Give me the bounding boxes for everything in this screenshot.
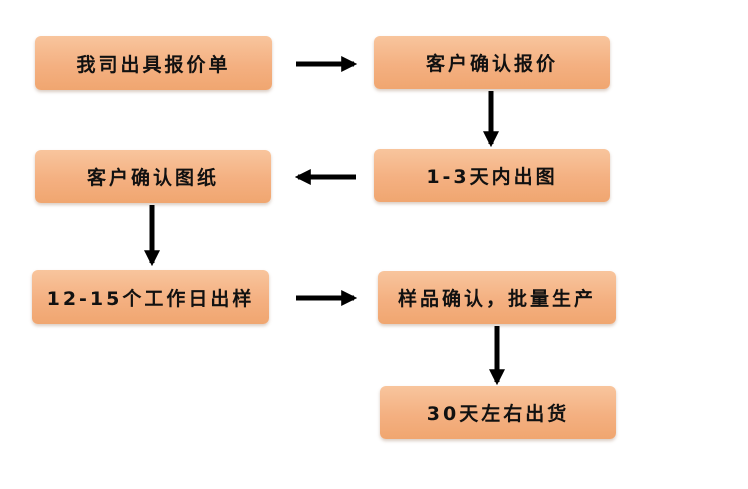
step-customer-confirm-quote: 客户确认报价 bbox=[374, 36, 610, 89]
step-issue-quotation: 我司出具报价单 bbox=[35, 36, 272, 90]
step-customer-confirm-drawing: 客户确认图纸 bbox=[35, 150, 271, 203]
step-drawing-1-3-days: 1-3天内出图 bbox=[374, 149, 610, 202]
step-sample-12-15-days: 12-15个工作日出样 bbox=[32, 270, 269, 324]
step-sample-confirm-mass-production: 样品确认，批量生产 bbox=[378, 271, 616, 324]
step-ship-in-30-days: 30天左右出货 bbox=[380, 386, 616, 439]
